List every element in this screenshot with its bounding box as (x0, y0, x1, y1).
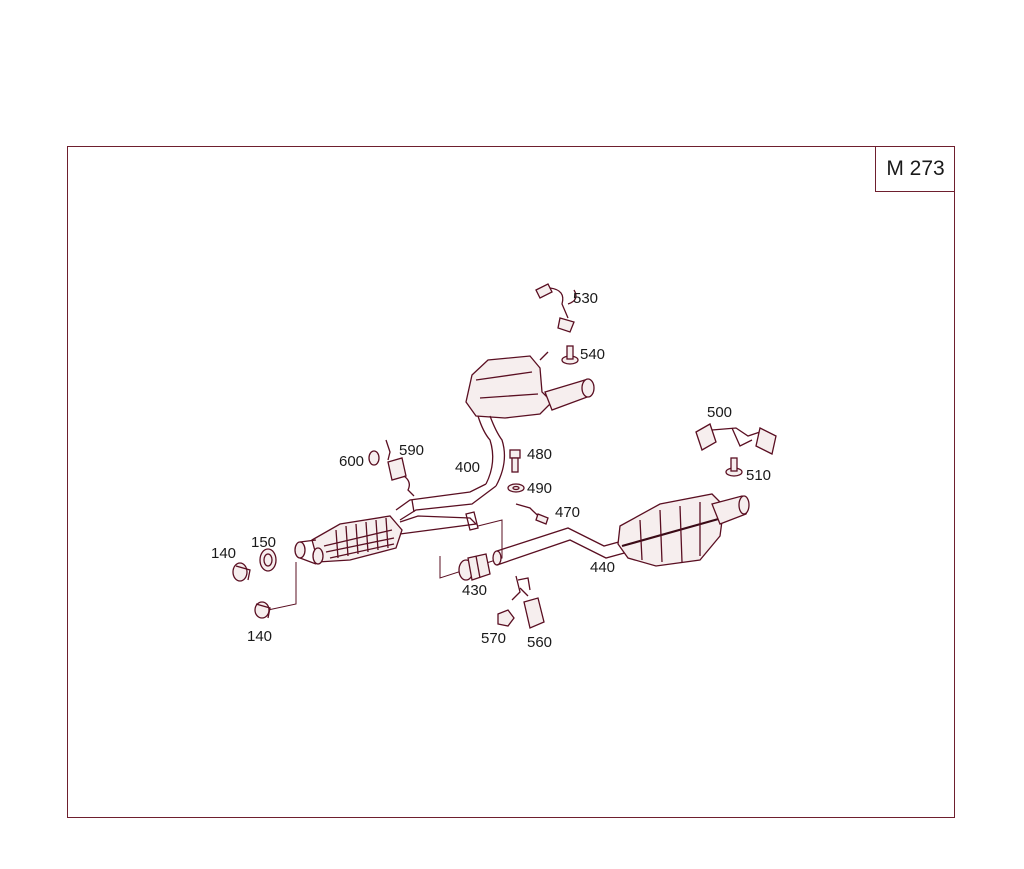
washer-490 (507, 483, 525, 493)
hanger-500 (695, 423, 777, 455)
callout-530: 530 (573, 290, 598, 307)
callout-140-lower: 140 (247, 628, 272, 645)
pipe-400 (395, 483, 497, 521)
callout-400: 400 (455, 459, 480, 476)
bolt-540 (561, 345, 579, 365)
bolt-510 (725, 457, 743, 477)
callout-430: 430 (462, 582, 487, 599)
callout-510: 510 (746, 467, 771, 484)
diagram-frame (67, 146, 955, 818)
front-muffler (465, 351, 595, 487)
rear-pipe-440 (492, 527, 629, 566)
hanger-560 (511, 575, 545, 629)
hanger-590 (385, 439, 415, 497)
model-label: M 273 (875, 146, 955, 192)
clamp-140-upper (232, 562, 251, 582)
callout-600: 600 (339, 453, 364, 470)
callout-500: 500 (707, 404, 732, 421)
callout-470: 470 (555, 504, 580, 521)
catalytic-converter (294, 511, 479, 565)
callout-440: 440 (590, 559, 615, 576)
callout-480: 480 (527, 446, 552, 463)
leader-lines (267, 519, 503, 611)
callout-570: 570 (481, 630, 506, 647)
hanger-530 (535, 283, 577, 333)
rear-muffler (617, 493, 750, 567)
callout-590: 590 (399, 442, 424, 459)
clamp-430 (458, 553, 491, 581)
callout-560: 560 (527, 634, 552, 651)
hanger-470 (515, 503, 549, 525)
callout-540: 540 (580, 346, 605, 363)
callout-150: 150 (251, 534, 276, 551)
nut-570 (497, 609, 515, 627)
callout-140-upper: 140 (211, 545, 236, 562)
callout-490: 490 (527, 480, 552, 497)
bolt-480 (509, 449, 521, 473)
clamp-140-lower (254, 601, 271, 619)
gasket-150 (259, 548, 277, 572)
nut-600 (368, 450, 380, 466)
